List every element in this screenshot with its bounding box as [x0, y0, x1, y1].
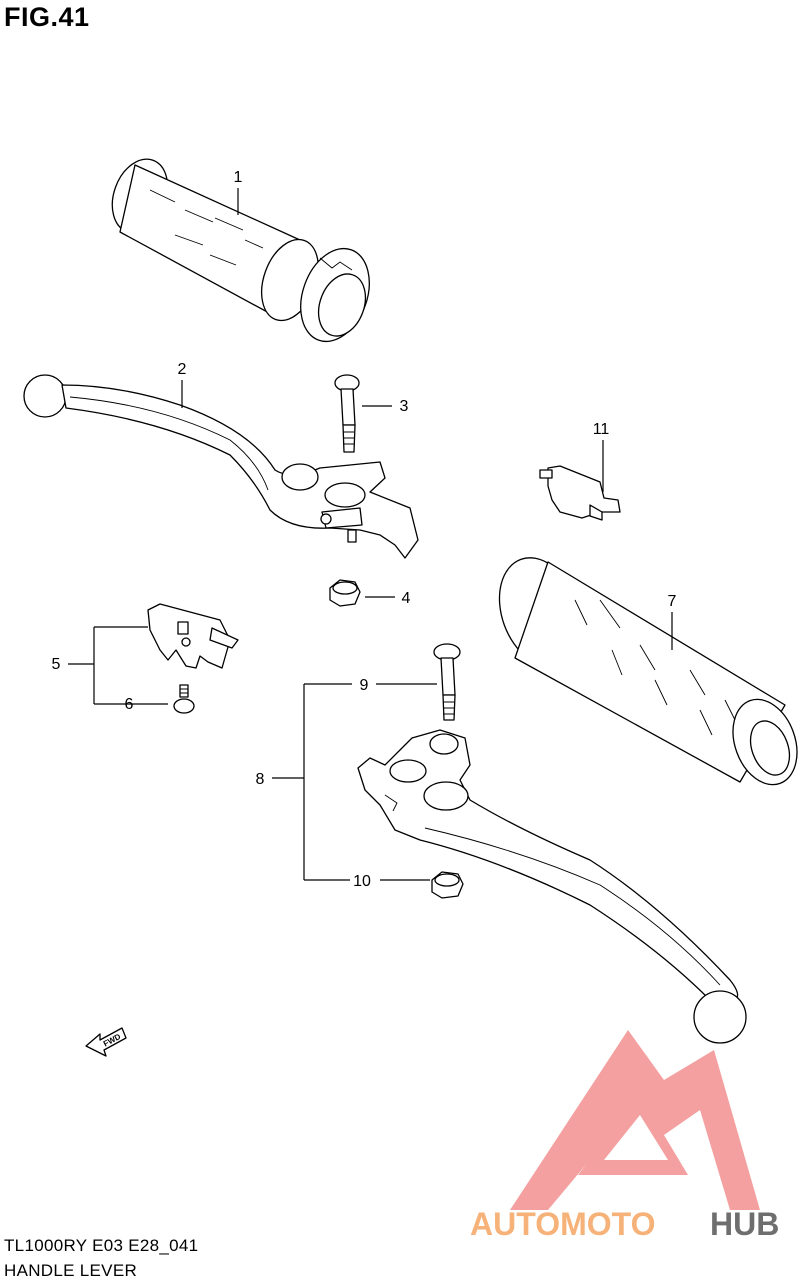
callout-5: 5 — [52, 656, 61, 673]
watermark-logo: AUTOMOTO HUB — [470, 1030, 779, 1242]
callout-6: 6 — [125, 696, 134, 713]
callout-2: 2 — [178, 361, 187, 378]
pivot-bolt-lower-part — [433, 643, 461, 721]
screw-part — [173, 684, 195, 714]
section-name-caption: HANDLE LEVER — [4, 1261, 138, 1280]
switch-part — [147, 603, 239, 669]
watermark-text-dark: HUB — [710, 1206, 779, 1242]
callout-8: 8 — [256, 771, 265, 788]
watermark-text-orange: AUTOMOTO — [470, 1206, 655, 1242]
callout-1: 1 — [234, 169, 243, 186]
fwd-arrow-icon: FWD — [85, 1027, 127, 1057]
stop-switch-part — [539, 465, 621, 521]
handlebar-grip-part — [498, 557, 798, 786]
callouts: 1 2 3 4 5 6 7 8 9 10 11 — [52, 169, 677, 890]
watermark-triangle-icon — [510, 1030, 760, 1210]
model-code-caption: TL1000RY E03 E28_041 — [4, 1236, 199, 1255]
nut-lower-part — [431, 871, 464, 899]
figure-title: FIG.41 — [4, 2, 90, 32]
pivot-bolt-part — [334, 374, 360, 453]
callout-7: 7 — [668, 593, 677, 610]
callout-9: 9 — [360, 677, 369, 694]
lever-lower-part — [357, 729, 747, 1044]
throttle-grip-part — [111, 158, 370, 343]
callout-11: 11 — [593, 421, 610, 438]
callout-4: 4 — [402, 590, 411, 607]
nut-part — [329, 579, 361, 607]
leader-lines — [68, 188, 673, 881]
callout-10: 10 — [353, 873, 371, 890]
lever-upper-part — [23, 374, 419, 559]
callout-3: 3 — [400, 398, 409, 415]
